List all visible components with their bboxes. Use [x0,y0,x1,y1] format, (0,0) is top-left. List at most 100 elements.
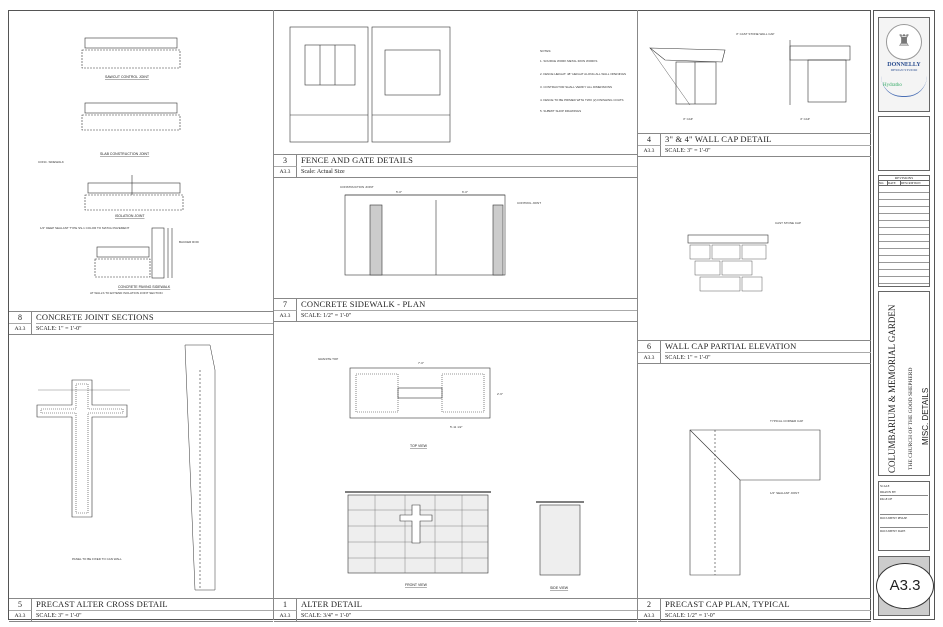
firm-name: DONNELLY [887,62,921,68]
field-page: PAGE OF [880,496,928,515]
firm-subtitle: DESIGN STUDIO [890,68,918,72]
alter-cross-drawing: PANEL TO BE FIXED TO CAN WALL [36,344,216,591]
wall-cap-drawing: 3" CAST STONE WALL CAP 3" CAP 4" CAP [649,32,851,121]
detail-number: 4 [638,134,661,145]
detail-number: 3 [274,155,297,166]
detail-number: 2 [638,599,661,610]
detail-sheet: A3.3 [638,352,661,363]
cap-4-label: 4" CAP [800,117,810,121]
detail-scale: SCALE: 1" = 1'-0" [665,352,871,364]
column-divider [637,10,638,620]
detail-number: 7 [274,299,297,310]
detail-name: CONCRETE JOINT SECTIONS [36,312,154,322]
detail-scale: SCALE: 3/4" = 1'-0" [301,610,637,622]
detail-number: 6 [638,341,661,352]
client-name: THE CHURCH OF THE GOOD SHEPHERD [908,367,914,470]
detail-scale: SCALE: 1/2" = 1'-0" [665,610,871,622]
project-title: COLUMBARIUM & MEMORIAL GARDEN [887,304,897,473]
detail-sheet: A3.3 [9,323,32,334]
drawing-frame [8,10,871,620]
wall-cap-elevation-drawing: CAST STONE CAP [687,221,801,292]
dimension-label: 5'-11 1/2" [450,425,462,429]
field-drawn-by: DRAWN BY [880,489,928,496]
revisions-table: REVISIONS NO. DATE DESCRIPTION [878,175,930,287]
cast-stone-label: 3" CAST STONE WALL CAP [736,32,774,36]
dimension-label: 5'-0" [396,190,402,194]
detail-scale: SCALE: 3" = 1'-0" [665,145,871,157]
sealant-label: 1/2" DEEP SEALANT TYPE SS-1 COLOR TO MAT… [40,226,129,230]
note-item: 5. SUBMIT SHOP DRAWINGS [540,109,581,113]
detail-name: PRECAST CAP PLAN, TYPICAL [665,599,790,609]
note-item: 2. FENCE HEIGHT: 48" HEIGHT ALONG ALL WA… [540,72,626,76]
sheet-info-box: SCALE DRAWN BY PAGE OF DOCUMENT PHASE DO… [878,481,930,551]
conc-sidewalk-label: CONC. SIDEWALK [38,160,64,164]
project-title-box: COLUMBARIUM & MEMORIAL GARDEN THE CHURCH… [878,291,930,476]
detail-sheet: A3.3 [274,610,297,621]
detail-scale: SCALE: 3" = 1'-0" [36,610,273,622]
sheet-number-box: A3.3 [876,556,934,616]
cross-note: PANEL TO BE FIXED TO CAN WALL [72,557,122,561]
seal-box [878,116,930,171]
control-joint-label: CONTROL JOINT [517,201,541,205]
side-view-label: SIDE VIEW [550,586,569,590]
isolation-joint-label: ISOLATION JOINT [115,214,145,218]
dimension-label: 2'-6" [497,392,503,396]
revisions-columns: NO. DATE DESCRIPTION [879,181,929,186]
sheet-number: A3.3 [876,563,934,609]
field-date: DOCUMENT DATE [880,529,906,533]
alter-detail-drawing: 7'-0" 2'-6" 5'-11 1/2" GRANITE TOP TOP V… [318,357,584,590]
paving-sub-label: AT WALLS TO EXTEND ISOLATION JOINT SECTI… [90,291,163,295]
detail-sheet: A3.3 [274,310,297,321]
detail-number: 8 [9,312,32,323]
note-item: 1. SOURCE WORK METAL IRON WORKS [540,59,597,63]
detail-name: PRECAST ALTER CROSS DETAIL [36,599,168,609]
concrete-joint-sections-drawing: SAWCUT CONTROL JOINT SLAB CONSTRUCTION J… [38,37,200,295]
cast-stone-cap-label: CAST STONE CAP [775,221,801,225]
detail-number: 5 [9,599,32,610]
notes-title: NOTES: [540,49,551,53]
partner-logo: Hydratho [881,76,927,97]
revisions-header: REVISIONS [879,176,929,181]
slab-joint-label: SLAB CONSTRUCTION JOINT [100,152,150,156]
detail-name: WALL CAP PARTIAL ELEVATION [665,341,797,351]
construction-joint-label: CONSTRUCTION JOINT [340,185,374,189]
field-phase: DOCUMENT PHASE [880,515,928,528]
top-view-label: TOP VIEW [410,444,428,448]
title-block: ♜ DONNELLY DESIGN STUDIO Hydratho REVISI… [873,10,935,620]
detail-sheet: A3.3 [274,166,297,177]
detail-name: ALTER DETAIL [301,599,363,609]
detail-name: FENCE AND GATE DETAILS [301,155,414,165]
fence-gate-drawing: NOTES: 1. SOURCE WORK METAL IRON WORKS 2… [289,26,626,143]
detail-scale: Scale: Actual Size [301,166,637,178]
sheet-title: MISC. DETAILS [921,387,930,445]
granite-label: GRANITE TOP [318,357,338,361]
detail-scale: SCALE: 1/2" = 1'-0" [301,310,637,322]
paving-label: CONCRETE PAVING SIDEWALK [118,285,171,289]
rev-col-description: DESCRIPTION [901,181,921,185]
sidewalk-plan-drawing: 5'-0" 6'-0" CONSTRUCTION JOINT CONTROL J… [340,185,541,276]
field-scale: SCALE [880,484,890,488]
detail-sheet: A3.3 [638,145,661,156]
rev-col-no: NO. [879,181,888,185]
firm-logo-box: ♜ DONNELLY DESIGN STUDIO Hydratho [878,17,930,112]
detail-name: 3" & 4" WALL CAP DETAIL [665,134,772,144]
cap-3-label: 3" CAP [683,117,693,121]
rev-col-date: DATE [888,181,901,185]
column-divider [273,10,274,620]
detail-number: 1 [274,599,297,610]
joint-label: 1/2" SEALANT JOINT [770,491,799,495]
detail-sheet: A3.3 [9,610,32,621]
dimension-label: 6'-0" [462,190,468,194]
backer-rod-label: BACKER ROD [179,240,200,244]
sawcut-label: SAWCUT CONTROL JOINT [105,75,150,79]
cap-plan-drawing: TYPICAL CORNER CAP 1/2" SEALANT JOINT [689,419,821,576]
note-item: 3. CONTRACTOR SHALL VERIFY ALL DIMENSION… [540,85,612,89]
